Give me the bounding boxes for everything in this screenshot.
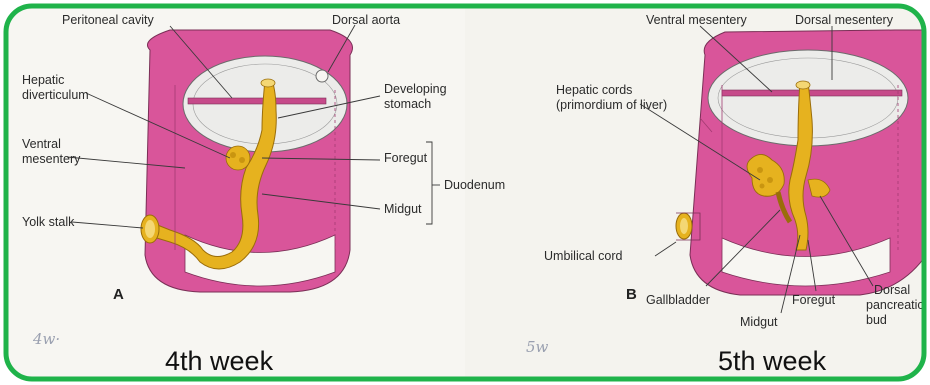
- label-midgut-a: Midgut: [384, 202, 422, 216]
- panel-a-diagram: [141, 30, 353, 292]
- label-developing-stomach-line2: stomach: [384, 97, 431, 111]
- label-midgut-b: Midgut: [740, 315, 778, 329]
- panel-a-letter: A: [113, 286, 124, 303]
- panel-b-handwritten-note: 5w: [526, 338, 549, 356]
- label-foregut-a: Foregut: [384, 151, 428, 165]
- label-foregut-b: Foregut: [792, 293, 836, 307]
- label-developing-stomach-line1: Developing: [384, 82, 447, 96]
- label-ventral-mesentery-line1: Ventral: [22, 137, 61, 151]
- label-hepatic-cords-line2: (primordium of liver): [556, 98, 667, 112]
- label-ventral-mesentery-line2: mesentery: [22, 152, 81, 166]
- label-dorsal-pancreatic-line2: pancreatic: [866, 298, 924, 312]
- label-yolk-stalk: Yolk stalk: [22, 215, 75, 229]
- label-peritoneal-cavity: Peritoneal cavity: [62, 13, 154, 27]
- label-ventral-mesentery-b: Ventral mesentery: [646, 13, 747, 27]
- label-dorsal-mesentery: Dorsal mesentery: [795, 13, 894, 27]
- label-hepatic-diverticulum-line2: diverticulum: [22, 88, 89, 102]
- label-duodenum: Duodenum: [444, 178, 505, 192]
- label-dorsal-pancreatic-line1: Dorsal: [874, 283, 910, 297]
- label-umbilical-cord: Umbilical cord: [544, 249, 623, 263]
- panel-b-diagram: [676, 30, 924, 295]
- label-dorsal-aorta: Dorsal aorta: [332, 13, 400, 27]
- caption-5th-week: 5th week: [718, 346, 827, 376]
- panel-b-letter: B: [626, 286, 637, 303]
- caption-4th-week: 4th week: [165, 346, 274, 376]
- label-hepatic-diverticulum-line1: Hepatic: [22, 73, 64, 87]
- label-dorsal-pancreatic-line3: bud: [866, 313, 887, 327]
- panel-a-handwritten-note: 4w·: [32, 330, 60, 348]
- label-gallbladder: Gallbladder: [646, 293, 710, 307]
- label-hepatic-cords-line1: Hepatic cords: [556, 83, 632, 97]
